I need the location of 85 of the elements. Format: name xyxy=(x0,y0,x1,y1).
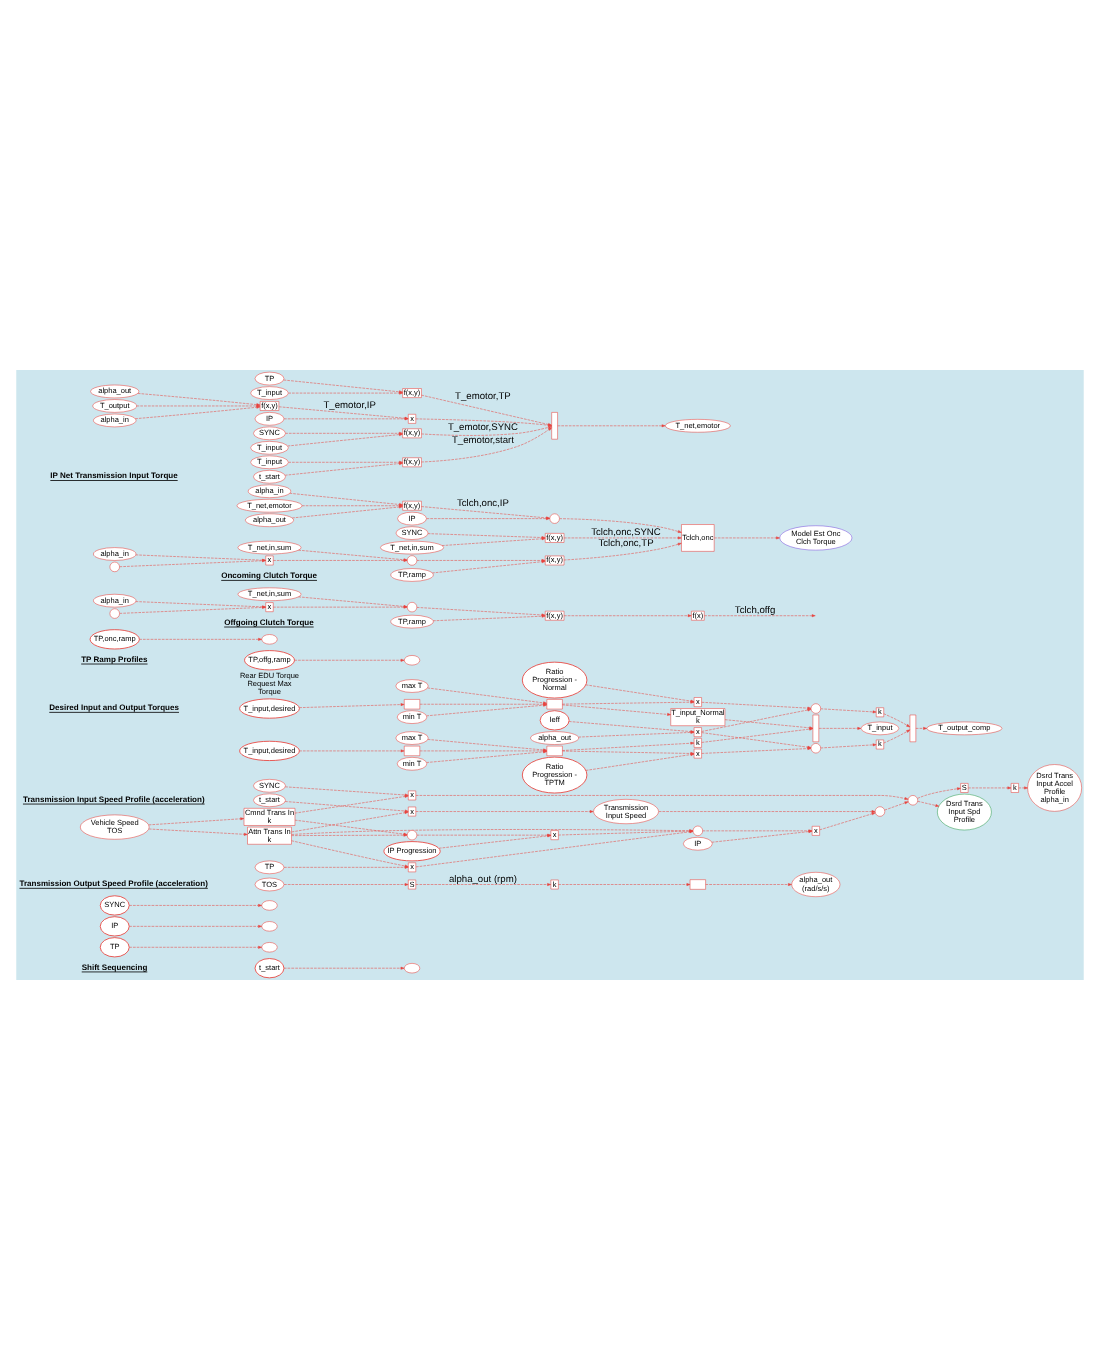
arrow xyxy=(426,517,550,520)
arrow xyxy=(1018,786,1028,790)
arrow xyxy=(701,732,812,749)
arrow xyxy=(299,703,405,708)
arrow xyxy=(562,750,695,755)
arrow xyxy=(563,536,682,540)
arrow xyxy=(820,743,877,749)
node-circle xyxy=(810,743,821,754)
arrow xyxy=(139,637,262,641)
node-oval xyxy=(261,921,278,932)
arrow xyxy=(291,840,409,868)
arrow xyxy=(704,614,816,618)
node-circle xyxy=(874,806,886,817)
node-box xyxy=(546,745,563,756)
arrow xyxy=(557,424,666,428)
arrow xyxy=(291,811,409,833)
arrow xyxy=(585,753,695,771)
arrow xyxy=(967,786,1012,790)
arrow xyxy=(288,391,403,395)
node-circle xyxy=(549,513,560,524)
node-circle xyxy=(406,830,418,841)
arrow xyxy=(917,801,940,807)
arrow xyxy=(658,810,876,813)
arrow xyxy=(701,747,812,754)
arrow xyxy=(701,702,812,710)
arrow xyxy=(129,904,262,907)
arrow xyxy=(284,801,409,813)
arrow xyxy=(563,614,692,618)
arrow xyxy=(421,506,550,520)
arrow xyxy=(917,787,961,799)
arrow xyxy=(883,729,911,744)
arrow xyxy=(294,658,405,662)
arrow xyxy=(441,537,546,546)
arrow xyxy=(129,924,262,928)
arrow xyxy=(283,379,403,394)
arrow xyxy=(298,549,408,562)
arrow xyxy=(818,727,862,730)
arrow xyxy=(714,536,780,540)
arrow xyxy=(283,865,409,869)
arrow xyxy=(563,542,682,561)
node-circle xyxy=(406,555,418,566)
node-circle xyxy=(406,602,418,613)
node-oval xyxy=(261,942,278,953)
arrow xyxy=(562,741,695,751)
arrow xyxy=(820,708,877,714)
arrow xyxy=(148,817,245,826)
node-bar xyxy=(909,714,917,743)
arrow xyxy=(702,829,813,833)
node-box xyxy=(546,699,563,710)
arrow xyxy=(427,533,546,539)
arrow xyxy=(819,812,876,831)
node-circle xyxy=(907,795,918,806)
node-box xyxy=(404,699,421,710)
node-bar xyxy=(551,412,558,440)
node-oval xyxy=(404,655,421,666)
node-circle xyxy=(109,561,120,572)
arrow xyxy=(562,704,671,716)
arrow xyxy=(915,727,927,730)
arrow xyxy=(415,795,909,800)
arrow xyxy=(119,606,266,614)
node-oval xyxy=(261,900,278,911)
arrow xyxy=(135,601,266,609)
arrow xyxy=(283,966,405,970)
arrow xyxy=(884,801,909,811)
arrow xyxy=(415,810,594,813)
arrow xyxy=(283,883,409,886)
arrow xyxy=(559,518,682,533)
node-circle xyxy=(109,608,120,619)
arrow xyxy=(883,713,911,728)
node-circle xyxy=(810,703,821,714)
arrow xyxy=(273,559,408,562)
arrow xyxy=(299,749,405,753)
node-box xyxy=(689,879,706,890)
node-circle xyxy=(692,825,703,836)
arrow xyxy=(415,883,551,886)
arrow xyxy=(148,828,248,836)
node-oval xyxy=(261,634,278,645)
node-oval xyxy=(404,963,421,974)
node-bar xyxy=(812,714,820,743)
node-box xyxy=(404,745,421,756)
arrow xyxy=(558,883,691,886)
arrow xyxy=(421,427,552,463)
arrow xyxy=(129,945,262,949)
arrow xyxy=(705,883,792,886)
arrow xyxy=(711,830,813,843)
